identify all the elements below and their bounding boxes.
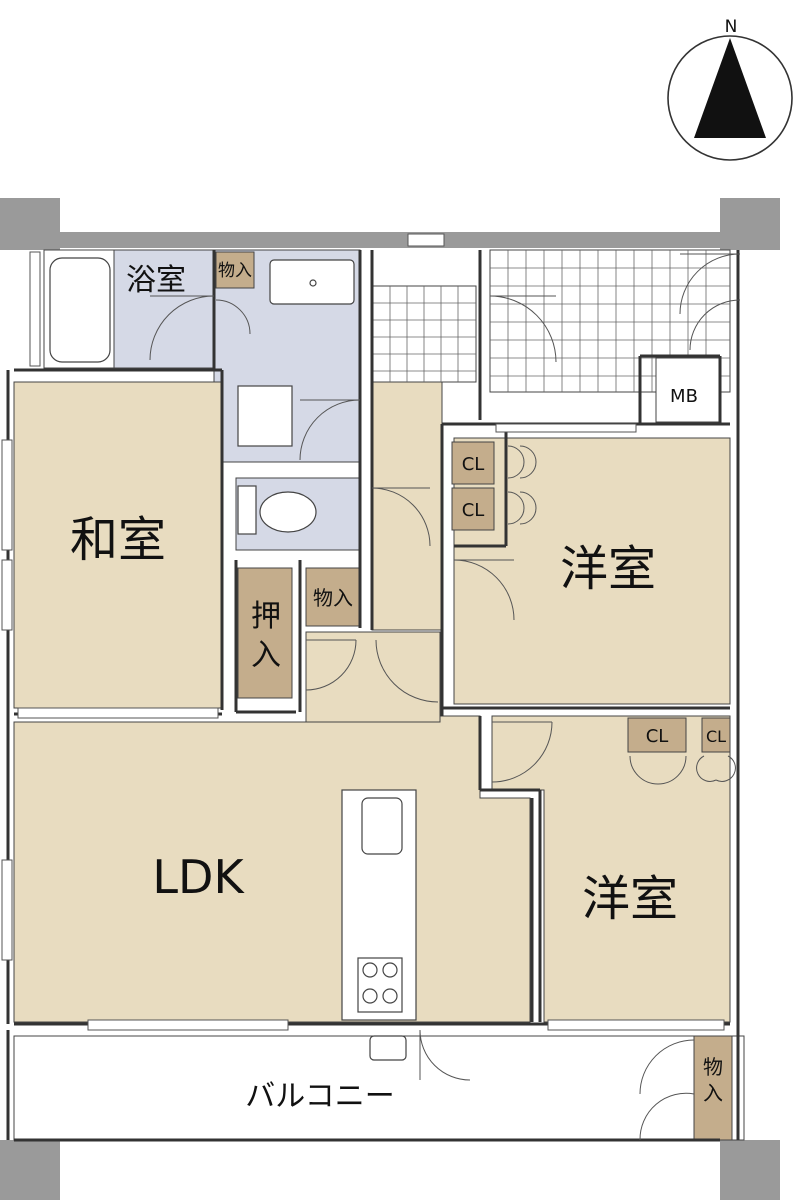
windows [1, 233, 725, 1031]
storage-labels: 物入 物入 CL CL CL CL MB [218, 261, 726, 747]
bathtub-icon [49, 257, 111, 363]
monoire-balcony-box [693, 1035, 733, 1141]
door-cl-1 [507, 445, 537, 479]
door-hall-lower-2 [375, 639, 439, 703]
label-cl-1: CL [462, 454, 485, 475]
vertical-labels: 押入 物入 [251, 599, 723, 1105]
door-toilet [371, 487, 431, 547]
label-bath: 浴室 [126, 263, 186, 298]
window-washitsu-south [17, 707, 219, 719]
door-cl-2 [507, 491, 537, 525]
label-cl-4: CL [706, 727, 726, 746]
room-labels: 浴室 和室 洋室 LDK 洋室 バルコニー [70, 263, 678, 1114]
label-balcony: バルコニー [245, 1079, 394, 1114]
label-oshiire: 押入 [251, 599, 281, 673]
cl-2-box [451, 487, 495, 531]
door-porch-2 [689, 299, 741, 351]
label-yoshitsu-south: 洋室 [582, 871, 678, 927]
window-washitsu-west-2 [1, 559, 13, 631]
porch-tile-grid [490, 250, 730, 392]
oshiire-box [237, 567, 293, 699]
toilet-bowl-icon [259, 491, 317, 533]
entry-tile-grid [372, 286, 476, 382]
fixtures [49, 257, 417, 1061]
door-washroom [215, 299, 251, 335]
column-se [720, 1140, 780, 1200]
label-cl-3: CL [646, 726, 669, 747]
window-washitsu-west-1 [1, 439, 13, 551]
label-ldk: LDK [152, 850, 245, 904]
cl-3-box [627, 717, 687, 753]
cl-4-box [701, 717, 731, 753]
label-monoire-bath: 物入 [218, 261, 252, 281]
window-north-top [407, 233, 445, 247]
burner-1-icon [362, 962, 378, 978]
label-monoire-balcony: 物入 [703, 1055, 723, 1105]
window-ldk-west [1, 859, 13, 961]
door-balcony-store [639, 1039, 695, 1141]
north-arrow-icon [694, 38, 766, 138]
monoire-bath-box [215, 251, 255, 289]
hall-lower [305, 631, 441, 723]
yoshitsu-north-floor [453, 437, 731, 705]
label-monoire-hall: 物入 [313, 586, 353, 610]
door-entrance [489, 295, 557, 363]
ldk-floor [13, 715, 531, 1023]
doors [149, 253, 741, 1141]
burner-3-icon [362, 988, 378, 1004]
label-washitsu: 和室 [70, 512, 166, 568]
door-cl-4 [696, 755, 736, 782]
cl-1-box [451, 441, 495, 485]
window-yoshitsu-north [495, 423, 637, 433]
door-porch [679, 253, 741, 315]
structural-walls [0, 198, 780, 1200]
door-yoshitsu-north [453, 559, 515, 621]
column-sw [0, 1140, 60, 1200]
door-yoshitsu-south [491, 721, 553, 783]
door-cl-3 [629, 755, 687, 785]
label-yoshitsu-north: 洋室 [560, 541, 656, 597]
vanity-drain-icon [309, 279, 317, 287]
north-label: N [725, 17, 738, 37]
balcony-sink-icon [369, 1035, 407, 1061]
toilet-tank-icon [237, 485, 257, 535]
burner-4-icon [382, 988, 398, 1004]
kitchen-sink-icon [361, 797, 403, 855]
bath-floor [113, 249, 215, 369]
washing-machine-pan-icon [237, 385, 293, 447]
window-ldk-south [87, 1019, 289, 1031]
hall-corridor [371, 381, 443, 631]
door-bath [149, 295, 215, 361]
label-mb: MB [670, 386, 698, 407]
door-toilet-hall [299, 399, 361, 461]
door-hall-lower-1 [305, 639, 357, 691]
door-balcony [419, 1029, 471, 1081]
window-bath-side [29, 251, 41, 367]
north-wall [0, 232, 780, 248]
label-cl-2: CL [462, 500, 485, 521]
washitsu-floor [13, 381, 223, 709]
window-yoshitsu-south [547, 1019, 725, 1031]
burner-2-icon [382, 962, 398, 978]
compass: N [667, 17, 793, 161]
